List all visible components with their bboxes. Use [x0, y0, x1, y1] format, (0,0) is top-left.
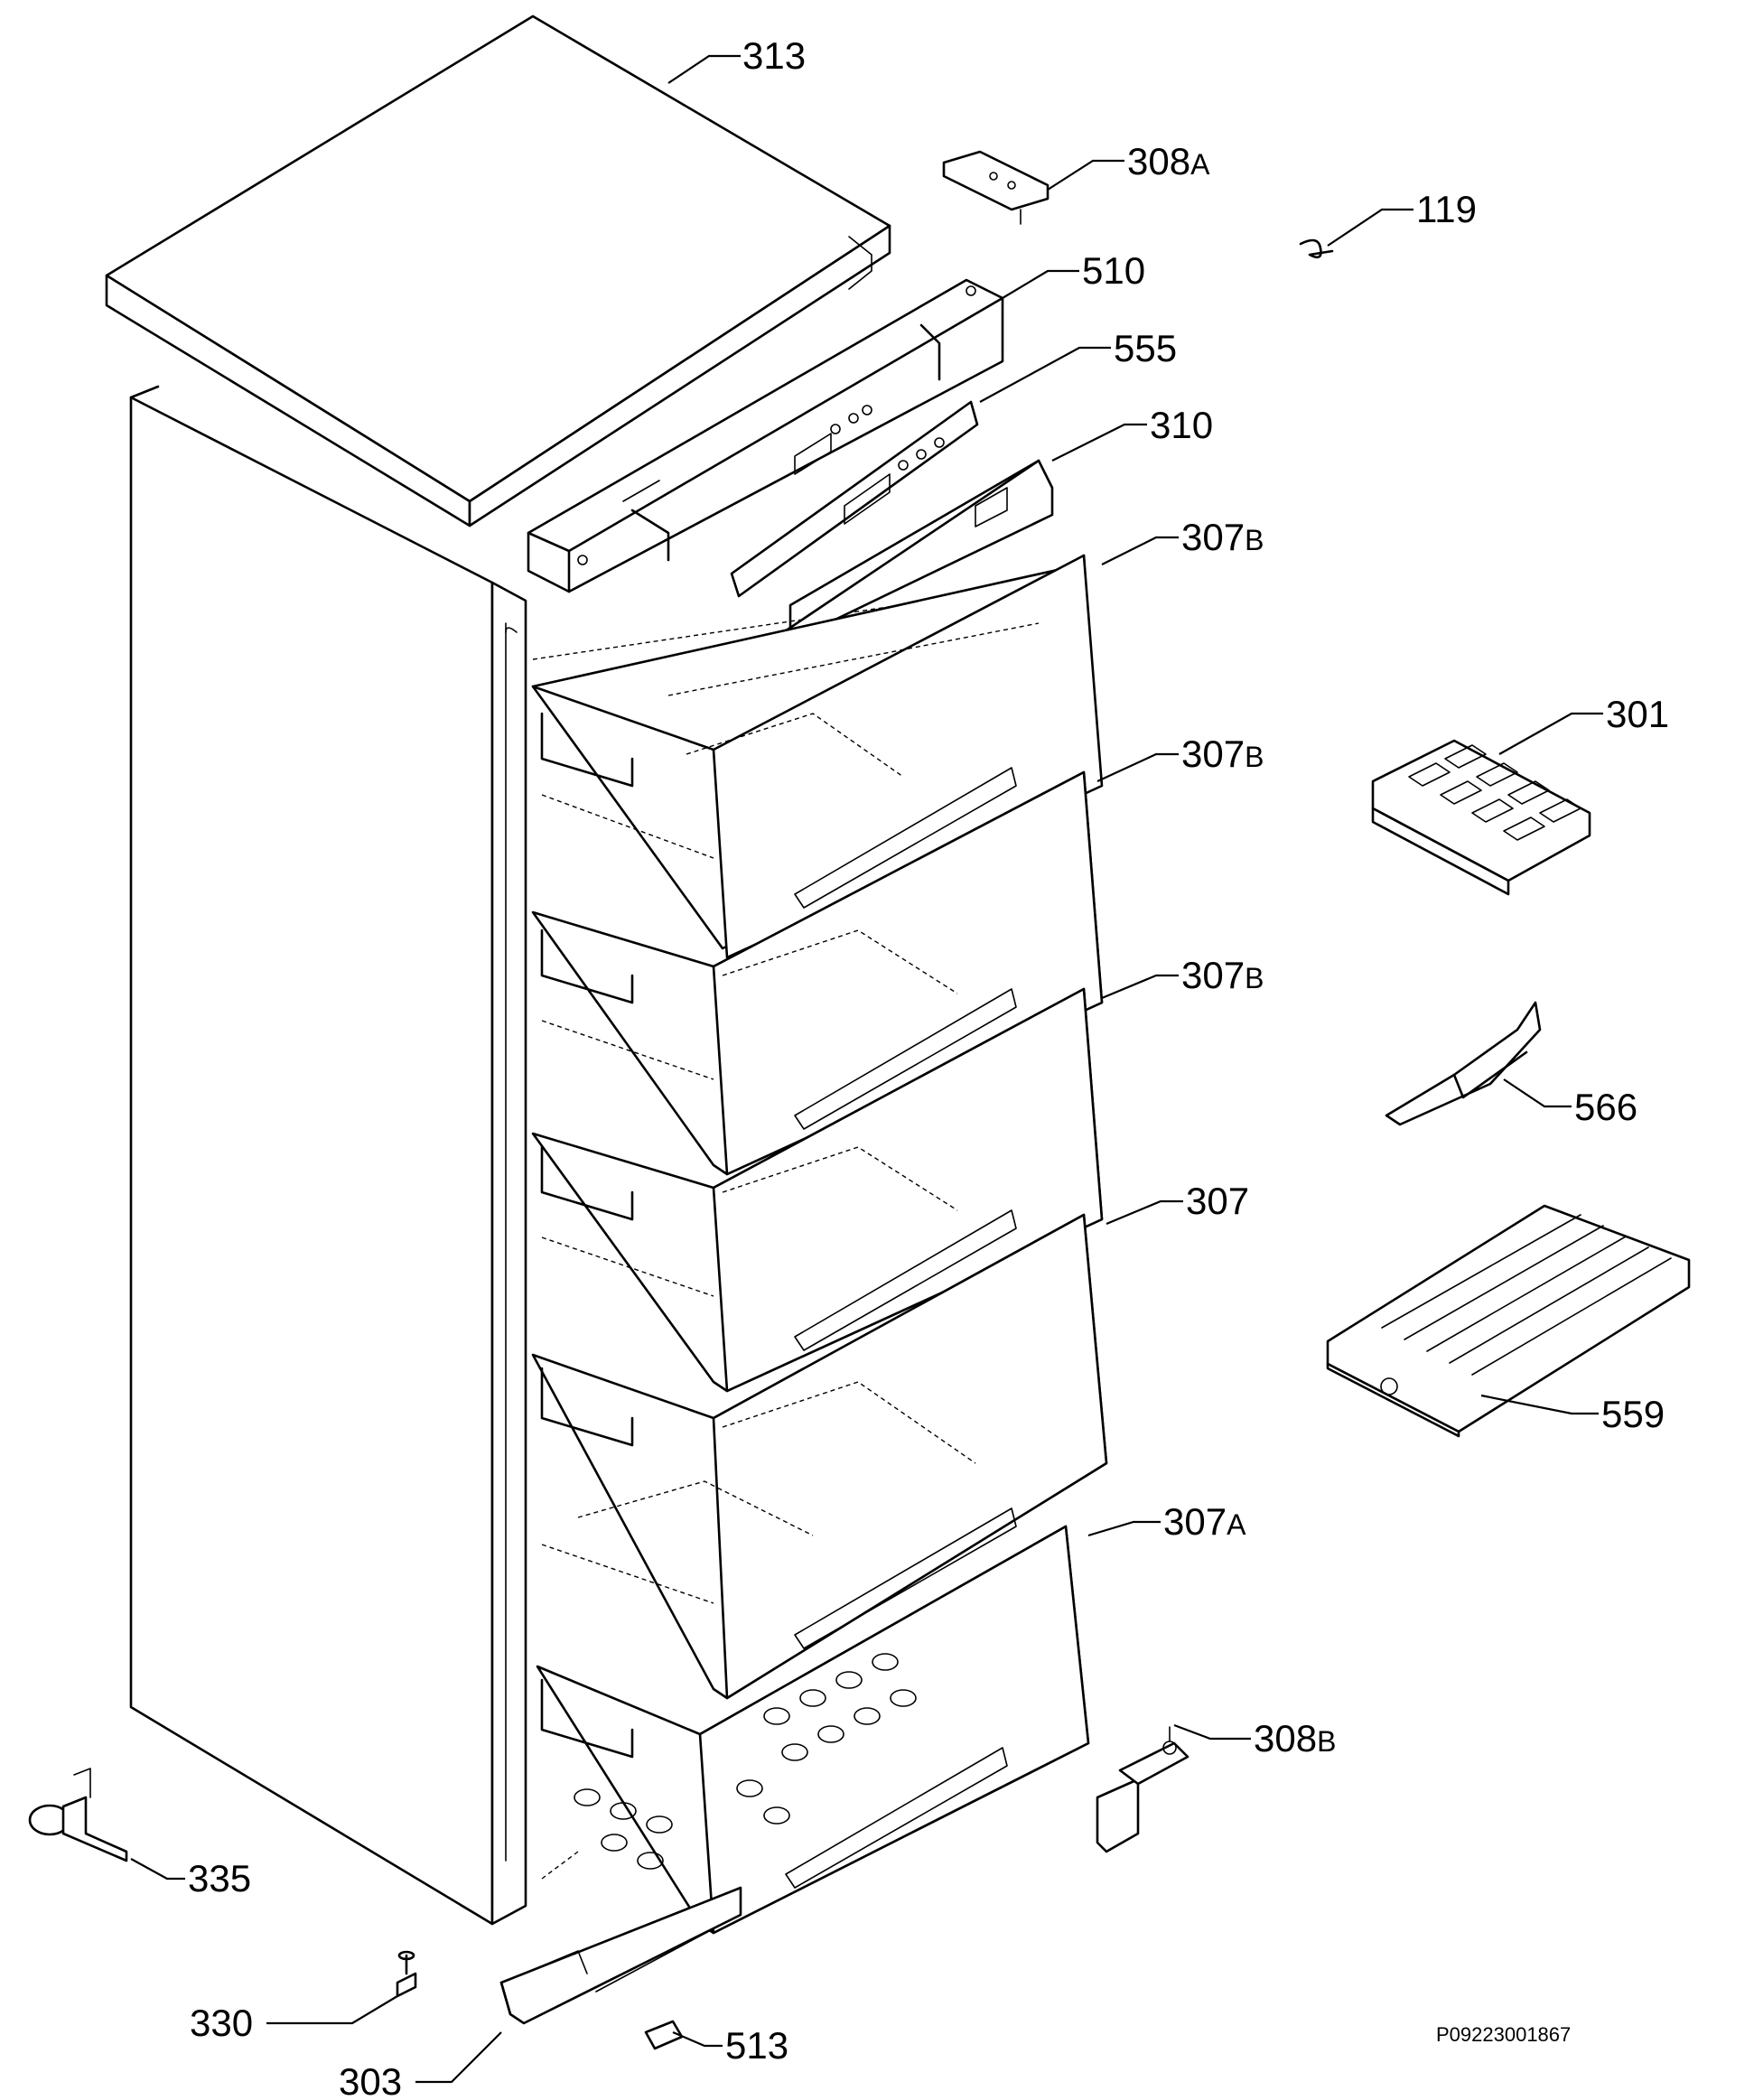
- ice-tray-cells: [1408, 744, 1581, 841]
- drawer-307-large: [531, 1213, 1108, 1700]
- vent-clip-513-part: [644, 2020, 684, 2050]
- hinge-bottom-308b-part: [1096, 1726, 1190, 1853]
- cold-accumulator-ribs: [1381, 1214, 1672, 1376]
- cabinet-body: [129, 385, 1085, 1926]
- spring-clip-119-part: [1299, 238, 1334, 259]
- hinge-top-308a-part: [942, 150, 1050, 225]
- control-panel-housing-part: [527, 278, 1004, 593]
- callout-310: 310: [1150, 404, 1213, 446]
- drawer-307b-top: [531, 554, 1104, 959]
- callout-555: 555: [1114, 327, 1177, 369]
- callout-307: 307: [1186, 1180, 1249, 1222]
- callout-335: 335: [188, 1857, 251, 1899]
- callout-307b-3: 307B: [1181, 954, 1264, 996]
- callout-303: 303: [339, 2060, 402, 2100]
- drawer-307b-lower: [531, 987, 1104, 1393]
- callout-308a: 308A: [1127, 140, 1210, 182]
- callout-330: 330: [190, 2002, 253, 2044]
- ice-tray-301-part: [1371, 739, 1591, 896]
- callout-119: 119: [1416, 188, 1477, 230]
- cold-accumulator-559-part: [1326, 1204, 1691, 1438]
- callout-307b-1: 307B: [1181, 516, 1264, 558]
- callout-566: 566: [1574, 1086, 1637, 1128]
- scraper-566-part: [1385, 1001, 1542, 1126]
- callout-308b: 308B: [1254, 1717, 1336, 1759]
- foot-335-part: [28, 1768, 128, 1862]
- document-code: P09223001867: [1436, 2023, 1571, 2046]
- kickplate-303-part: [499, 1886, 742, 2025]
- leader-lines: [130, 54, 1603, 2084]
- callout-510: 510: [1082, 249, 1145, 292]
- top-cover-part: [105, 14, 891, 527]
- drawer-dimples: [574, 1653, 917, 1870]
- callout-313: 313: [742, 34, 806, 77]
- drawer-307b-middle: [531, 770, 1104, 1176]
- callout-labels: 313 308A 119 510 555 310 307B 307B 307B …: [188, 34, 1669, 2100]
- callout-307a: 307A: [1163, 1500, 1246, 1543]
- callout-559: 559: [1601, 1393, 1665, 1435]
- screw-foot-330-part: [396, 1950, 417, 1998]
- callout-307b-2: 307B: [1181, 733, 1264, 775]
- display-panel-part: [730, 400, 979, 598]
- callout-301: 301: [1606, 693, 1669, 735]
- callout-513: 513: [725, 2024, 788, 2067]
- drawer-307a-bottom: [536, 1525, 1090, 1935]
